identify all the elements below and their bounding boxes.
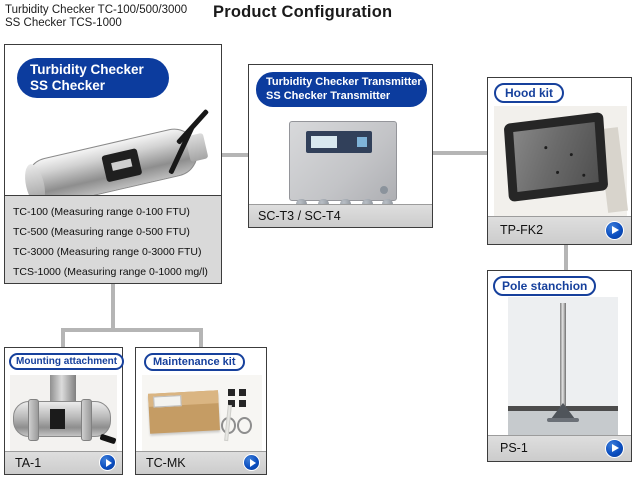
play-icon[interactable] (100, 455, 115, 470)
connector-transmitter-hood (433, 151, 487, 155)
transmitter-box: Turbidity Checker Transmitter SS Checker… (248, 64, 433, 228)
play-icon[interactable] (244, 455, 259, 470)
transmitter-body-illustration (289, 121, 397, 210)
sensor-label-line2: SS Checker (30, 78, 106, 93)
maintenance-model-bar: TC-MK (136, 451, 266, 474)
connector-branch-mount (61, 330, 65, 347)
subtitle-line2: SS Checker TCS-1000 (5, 16, 122, 29)
maintenance-product-photo (142, 375, 262, 454)
transmitter-label-line1: Turbidity Checker Transmitter (266, 76, 422, 88)
subtitle-line1: Turbidity Checker TC-100/500/3000 (5, 4, 188, 16)
mount-model-bar: TA-1 (5, 451, 122, 474)
model-row-tc500: TC-500 (Measuring range 0-500 FTU) (13, 226, 190, 238)
product-family-subtitle: Turbidity Checker TC-100/500/3000 SS Che… (5, 4, 187, 29)
pole-label-pill: Pole stanchion (493, 276, 597, 296)
sensor-label-line1: Turbidity Checker (30, 62, 144, 77)
model-row-tc100: TC-100 (Measuring range 0-100 FTU) (13, 206, 190, 218)
pole-model: PS-1 (500, 441, 528, 455)
transmitter-model-bar: SC-T3 / SC-T4 (249, 204, 432, 227)
transmitter-product-photo (249, 109, 432, 227)
pole-product-photo (508, 297, 618, 437)
maintenance-model: TC-MK (146, 456, 186, 470)
pole-stanchion-box: Pole stanchion PS-1 (487, 270, 632, 462)
mount-model: TA-1 (15, 456, 42, 470)
pole-model-bar: PS-1 (488, 435, 631, 461)
spare-parts (228, 389, 246, 407)
pole-label: Pole stanchion (502, 279, 588, 293)
transmitter-display (306, 131, 372, 153)
transmitter-label-pill: Turbidity Checker Transmitter SS Checker… (256, 72, 427, 107)
page-title: Product Configuration (213, 3, 393, 21)
hood-model-bar: TP-FK2 (488, 216, 631, 244)
brand-logo-dot (380, 186, 388, 194)
transmitter-label-line2: SS Checker Transmitter (266, 89, 391, 102)
mounting-attachment-box: Mounting attachment TA-1 (4, 347, 125, 475)
hood-kit-label: Hood kit (505, 86, 553, 100)
connector-hood-pole (564, 245, 568, 270)
hood-kit-label-pill: Hood kit (494, 83, 564, 103)
mount-label: Mounting attachment (16, 356, 118, 367)
mount-clamp-illustration (13, 399, 117, 445)
kit-box-illustration (148, 390, 220, 434)
play-icon[interactable] (606, 440, 623, 457)
maintenance-label-pill: Maintenance kit (144, 353, 245, 371)
mount-product-photo (10, 375, 117, 454)
sensor-box: Turbidity Checker SS Checker TC-100 (Mea… (4, 44, 222, 284)
hood-product-photo (494, 106, 629, 218)
sensor-label-pill: Turbidity Checker SS Checker (17, 58, 169, 98)
connector-branch-maintenance (199, 330, 203, 347)
transmitter-model: SC-T3 / SC-T4 (258, 209, 341, 223)
play-icon[interactable] (606, 222, 623, 239)
maintenance-kit-box: Maintenance kit TC-MK (135, 347, 267, 475)
pole-illustration (560, 303, 566, 413)
hood-model: TP-FK2 (500, 223, 544, 237)
sensor-model-list: TC-100 (Measuring range 0-100 FTU) TC-50… (5, 195, 221, 283)
connector-branch-horizontal (61, 328, 203, 332)
maintenance-label: Maintenance kit (153, 356, 236, 368)
hood-illustration (503, 111, 609, 203)
hood-kit-box: Hood kit TP-FK2 (487, 77, 632, 245)
model-row-tcs1000: TCS-1000 (Measuring range 0-1000 mg/l) (13, 266, 208, 278)
connector-sensor-transmitter (222, 153, 248, 157)
mount-label-pill: Mounting attachment (9, 353, 125, 370)
model-row-tc3000: TC-3000 (Measuring range 0-3000 FTU) (13, 246, 202, 258)
connector-sensor-down (111, 284, 115, 332)
